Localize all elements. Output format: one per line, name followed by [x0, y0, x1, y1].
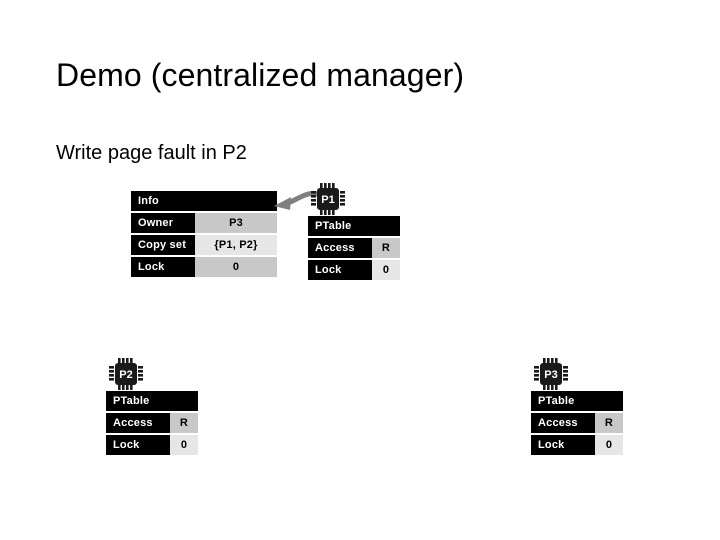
info-table: Info Owner P3 Copy set {P1, P2} Lock 0	[131, 191, 277, 279]
p2-ptable: PTable Access R Lock 0	[106, 391, 198, 457]
access-value: R	[372, 238, 400, 258]
lock-label: Lock	[308, 260, 372, 280]
lock-label: Lock	[106, 435, 170, 455]
copy-set-label: Copy set	[131, 235, 195, 255]
cpu-chip-icon: P1	[311, 183, 345, 215]
p1-ptable: PTable Access R Lock 0	[308, 216, 400, 282]
chip-label: P3	[544, 369, 557, 381]
p3-ptable: PTable Access R Lock 0	[531, 391, 623, 457]
ptable-header: PTable	[531, 391, 623, 411]
access-value: R	[170, 413, 198, 433]
table-row: Access R	[308, 238, 400, 258]
access-label: Access	[106, 413, 170, 433]
table-row: PTable	[308, 216, 400, 236]
table-row: Copy set {P1, P2}	[131, 235, 277, 255]
lock-value: 0	[170, 435, 198, 455]
info-table-header: Info	[131, 191, 277, 211]
owner-label: Owner	[131, 213, 195, 233]
table-row: Access R	[106, 413, 198, 433]
table-row: Lock 0	[106, 435, 198, 455]
table-row: Lock 0	[308, 260, 400, 280]
lock-label: Lock	[531, 435, 595, 455]
cpu-chip-icon: P3	[534, 358, 568, 390]
slide-subtitle: Write page fault in P2	[56, 142, 247, 164]
ptable-header: PTable	[308, 216, 400, 236]
table-row: Owner P3	[131, 213, 277, 233]
table-row: Info	[131, 191, 277, 211]
lock-label: Lock	[131, 257, 195, 277]
table-row: PTable	[531, 391, 623, 411]
access-label: Access	[531, 413, 595, 433]
table-row: Lock 0	[531, 435, 623, 455]
cpu-chip-icon: P2	[109, 358, 143, 390]
copy-set-value: {P1, P2}	[195, 235, 277, 255]
table-row: PTable	[106, 391, 198, 411]
table-row: Access R	[531, 413, 623, 433]
access-value: R	[595, 413, 623, 433]
access-label: Access	[308, 238, 372, 258]
lock-value: 0	[195, 257, 277, 277]
page-title: Demo (centralized manager)	[56, 57, 465, 93]
lock-value: 0	[595, 435, 623, 455]
owner-value: P3	[195, 213, 277, 233]
chip-label: P1	[321, 194, 334, 206]
chip-label: P2	[119, 369, 132, 381]
table-row: Lock 0	[131, 257, 277, 277]
lock-value: 0	[372, 260, 400, 280]
ptable-header: PTable	[106, 391, 198, 411]
